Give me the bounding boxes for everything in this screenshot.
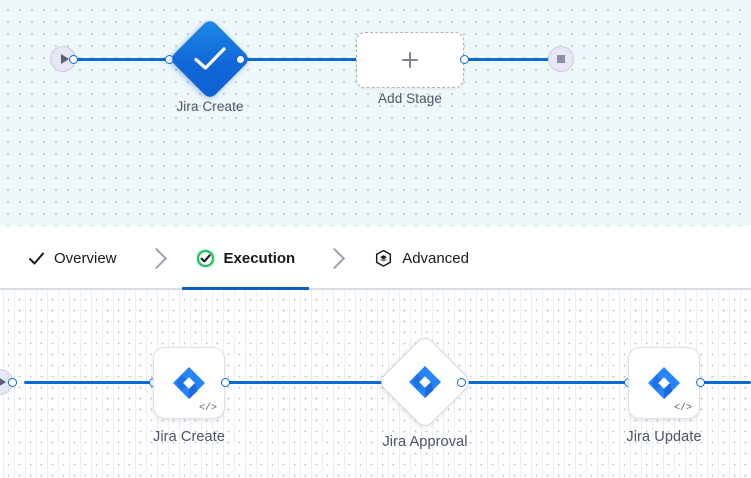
- tab-overview[interactable]: Overview: [26, 226, 119, 290]
- chevron-right-icon: [324, 247, 346, 269]
- tab-advanced[interactable]: Advanced: [372, 226, 471, 290]
- stop-square-icon: [557, 55, 565, 63]
- port-jira-update-out[interactable]: [696, 378, 705, 387]
- pipeline-end-node[interactable]: [548, 46, 574, 72]
- code-badge-icon: </>: [198, 403, 217, 414]
- code-badge-icon: </>: [673, 403, 692, 414]
- node-label-jira-create: Jira Create: [152, 429, 225, 445]
- node-label-jira-update: Jira Update: [626, 429, 702, 445]
- node-jira-create[interactable]: </>: [153, 347, 225, 419]
- port-add-stage-out[interactable]: [460, 55, 469, 64]
- hexagon-layers-icon: [374, 249, 393, 268]
- node-label-jira-create-top: Jira Create: [176, 99, 244, 114]
- edge-start-to-jira-create: [24, 381, 156, 384]
- pipeline-overview-canvas[interactable]: Jira Create Add Stage: [0, 0, 751, 226]
- edge-jira-approval-to-jira-update: [461, 381, 628, 384]
- play-icon: [60, 54, 69, 64]
- port-jira-create-top-out[interactable]: [236, 55, 245, 64]
- plus-icon: [402, 52, 418, 68]
- tab-overview-label: Overview: [54, 249, 117, 267]
- port-jira-approval-out[interactable]: [457, 378, 466, 387]
- tab-advanced-label: Advanced: [402, 249, 469, 267]
- node-label-add-stage: Add Stage: [378, 91, 442, 106]
- node-jira-update[interactable]: </>: [628, 347, 700, 419]
- port-start-out[interactable]: [69, 55, 78, 64]
- port-jira-create-out[interactable]: [221, 378, 230, 387]
- edge-jira-create-to-add-stage: [240, 58, 360, 61]
- chevron-right-icon: [145, 247, 167, 269]
- add-stage-button[interactable]: [356, 32, 464, 88]
- check-circle-green-icon: [196, 249, 215, 268]
- edge-jira-create-to-jira-approval: [225, 381, 392, 384]
- tab-execution-label: Execution: [223, 249, 296, 267]
- check-icon: [28, 250, 45, 267]
- edge-jira-update-outgoing: [700, 381, 751, 384]
- node-label-jira-approval: Jira Approval: [382, 434, 468, 450]
- port-exec-start-out[interactable]: [8, 378, 17, 387]
- play-icon: [0, 377, 6, 387]
- tab-execution[interactable]: Execution: [181, 226, 309, 290]
- stage-tabbar: Overview Execution: [0, 226, 751, 290]
- execution-graph-canvas[interactable]: </> Jira Create: [0, 290, 751, 478]
- pipeline-start-node[interactable]: [50, 46, 76, 72]
- edge-add-stage-to-end: [464, 58, 556, 61]
- edge-start-to-jira-create: [72, 58, 182, 61]
